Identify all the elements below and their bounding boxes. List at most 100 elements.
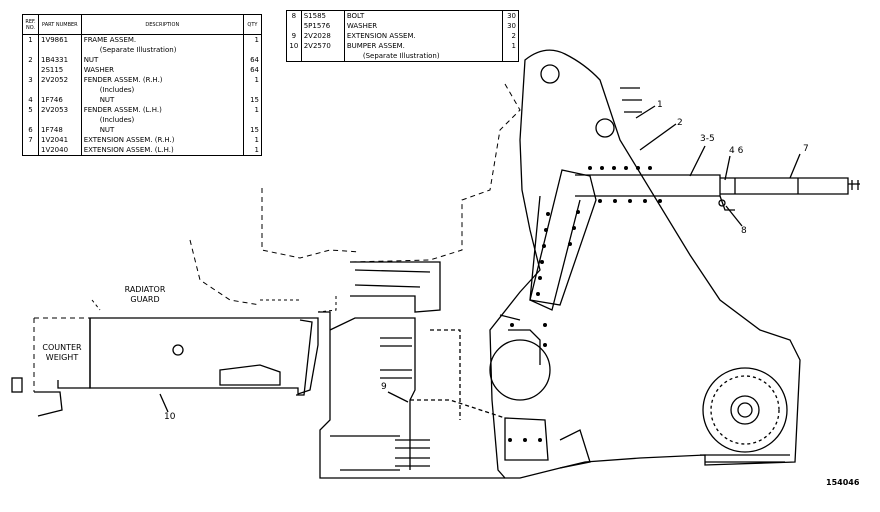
callout-2: 2: [677, 118, 683, 128]
cell-part: 1F748: [38, 125, 82, 135]
cell-ref: 3: [22, 75, 39, 85]
cell-ref: [22, 115, 39, 125]
cell-desc: (Separate Illustration): [344, 51, 503, 62]
cell-qty: 1: [511, 41, 516, 50]
header-qty: QTY: [243, 14, 262, 35]
cell-ref: [22, 145, 39, 156]
cell-desc: EXTENSION ASSEM.: [344, 31, 503, 41]
cell-ref: 1: [22, 34, 39, 45]
cell-qty: 1: [254, 145, 259, 154]
callout-7: 7: [803, 144, 809, 154]
cell-desc: NUT: [81, 95, 244, 105]
cell-ref: 4: [22, 95, 39, 105]
radiator-guard: [89, 317, 319, 395]
callout-3-5: 3-5: [700, 134, 715, 144]
cell-part: 2V2052: [38, 75, 82, 85]
cell-part: 1V9861: [38, 34, 82, 45]
cell-desc: WASHER: [344, 21, 503, 31]
callout-4-6: 4 6: [729, 146, 744, 156]
cell-ref: [22, 65, 39, 75]
cell-qty: 1: [254, 105, 259, 114]
cell-part: 1F746: [38, 95, 82, 105]
cell-qty: 1: [254, 135, 259, 144]
cell-ref: [286, 51, 302, 62]
cell-ref: 5: [22, 105, 39, 115]
sprocket: [702, 367, 788, 453]
cell-qty: 2: [511, 31, 516, 40]
cell-qty: 15: [250, 95, 259, 104]
cell-desc: (Includes): [81, 85, 244, 95]
cell-ref: 9: [286, 31, 302, 41]
cell-qty: 1: [254, 75, 259, 84]
cell-qty: 30: [507, 11, 516, 20]
cell-desc: BUMPER ASSEM.: [344, 41, 503, 51]
cell-desc: NUT: [81, 125, 244, 135]
cell-part: 5P1576: [301, 21, 345, 31]
cell-part: 2V2028: [301, 31, 345, 41]
cell-desc: NUT: [81, 55, 244, 65]
table-row: (Includes): [22, 115, 262, 125]
cell-desc: WASHER: [81, 65, 244, 75]
callout-10: 10: [164, 412, 176, 422]
cell-desc: FENDER ASSEM. (L.H.): [81, 105, 244, 115]
cell-part: 1B4331: [38, 55, 82, 65]
cell-ref: 8: [286, 10, 302, 21]
cell-desc: FRAME ASSEM.: [81, 34, 244, 45]
frame-top-beam: [575, 174, 721, 197]
cell-ref: 10: [286, 41, 302, 51]
radiator-guard-label: RADIATOR GUARD: [124, 285, 166, 304]
drawing-number: 154046: [826, 478, 860, 487]
cell-desc: (Separate Illustration): [81, 45, 244, 55]
fender-strip: [529, 169, 597, 306]
cell-ref: [22, 85, 39, 95]
header-ref-no: REF. NO.: [22, 14, 39, 35]
cell-part: [38, 115, 82, 125]
cell-desc: (Includes): [81, 115, 244, 125]
cell-qty: 30: [507, 21, 516, 30]
cell-desc: BOLT: [344, 10, 503, 21]
cell-qty: 1: [254, 35, 259, 44]
cell-desc: EXTENSION ASSEM. (R.H.): [81, 135, 244, 145]
cell-qty: 64: [250, 65, 259, 74]
cell-part: 2V2570: [301, 41, 345, 51]
cell-part: 1V2041: [38, 135, 82, 145]
cell-part: S1585: [301, 10, 345, 21]
cell-part: [38, 45, 82, 55]
cell-desc: EXTENSION ASSEM. (L.H.): [81, 145, 244, 156]
table-row: (Separate Illustration): [286, 51, 519, 62]
cell-part: [38, 85, 82, 95]
cell-ref: 2: [22, 55, 39, 65]
cell-part: [301, 51, 345, 62]
callout-1: 1: [657, 100, 663, 110]
cell-desc: FENDER ASSEM. (R.H.): [81, 75, 244, 85]
cell-part: 2S115: [38, 65, 82, 75]
cell-qty: 64: [250, 55, 259, 64]
cell-qty: 15: [250, 125, 259, 134]
table-row: (Includes): [22, 85, 262, 95]
header-description: DESCRIPTION: [81, 14, 244, 35]
cell-part: 1V2040: [38, 145, 82, 156]
counterweight-label: COUNTER WEIGHT: [42, 343, 82, 362]
main-frame: [489, 49, 801, 479]
cell-ref: 6: [22, 125, 39, 135]
cell-part: 2V2053: [38, 105, 82, 115]
cell-ref: 7: [22, 135, 39, 145]
